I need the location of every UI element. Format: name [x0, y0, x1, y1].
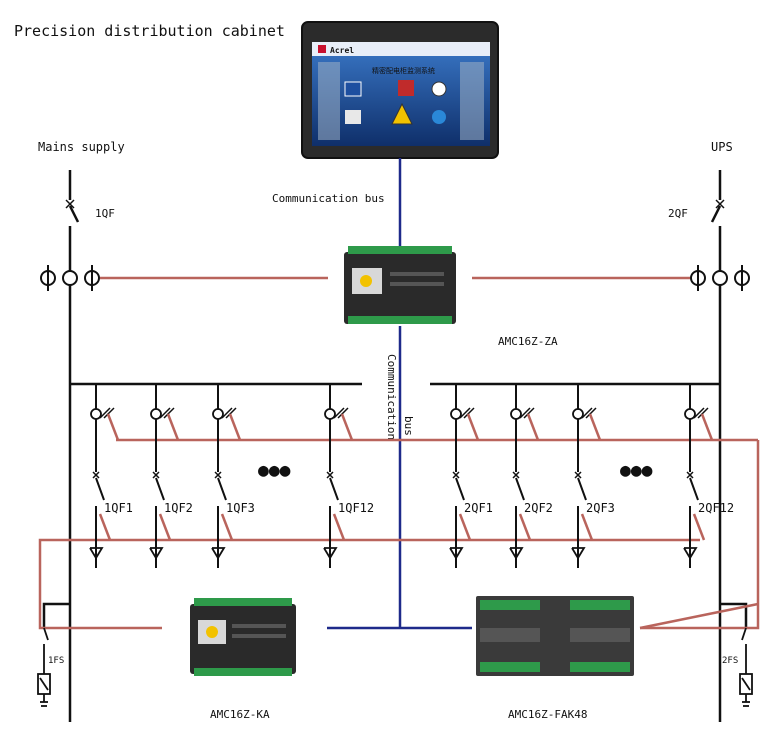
ellipsis-left: ●●● — [258, 460, 291, 481]
fs1-label: 1FS — [48, 656, 64, 666]
screen-header: 精密配电柜监测系统 — [372, 66, 435, 75]
fs2-label: 2FS — [722, 656, 738, 666]
amc16z-fak48-label: AMC16Z-FAK48 — [508, 708, 587, 721]
branch-feeder — [323, 384, 354, 568]
hmi-monitor: Acrel 精密配电柜监测系统 — [301, 21, 499, 159]
incoming-ct-right — [690, 265, 750, 291]
fuse-2fs — [739, 627, 753, 707]
fuse-1fs — [37, 627, 51, 707]
device-amc16z-ka — [190, 598, 296, 676]
qf-x-marks — [65, 199, 725, 209]
breaker-label: 1QF3 — [226, 501, 255, 515]
ups-label: UPS — [711, 140, 733, 154]
branch-feeders: 1QF1 1QF2 1QF3 1QF12 2QF1 2QF2 2QF3 2QF12 — [89, 384, 734, 568]
communication-bus-label-vertical: Communication — [385, 354, 398, 440]
mains-supply-label: Mains supply — [38, 140, 125, 154]
breaker-label: 2QF2 — [524, 501, 553, 515]
amc16z-za-label: AMC16Z-ZA — [498, 335, 558, 348]
communication-bus — [327, 158, 472, 630]
amc16z-ka-label: AMC16Z-KA — [210, 708, 270, 721]
branch-feeder — [683, 384, 714, 568]
screen-brand: Acrel — [330, 46, 354, 55]
communication-bus-label-vertical-2: bus — [402, 416, 415, 436]
device-amc16z-fak48 — [476, 596, 634, 676]
branch-feeder — [571, 384, 602, 568]
branch-feeder — [149, 384, 180, 568]
screen-icons — [318, 62, 484, 140]
branch-feeder — [89, 384, 120, 568]
qf2-label: 2QF — [668, 207, 688, 220]
breaker-label: 1QF12 — [338, 501, 374, 515]
branch-feeder — [211, 384, 242, 568]
breaker-label: 2QF1 — [464, 501, 493, 515]
branch-feeder — [509, 384, 540, 568]
ellipsis-right: ●●● — [620, 460, 653, 481]
breaker-label: 2QF12 — [698, 501, 734, 515]
signal-wiring — [38, 276, 760, 630]
power-wiring — [42, 170, 748, 722]
incoming-ct-left — [40, 265, 100, 291]
breaker-label: 1QF2 — [164, 501, 193, 515]
qf1-label: 1QF — [95, 207, 115, 220]
breaker-label: 1QF1 — [104, 501, 133, 515]
breaker-label: 2QF3 — [586, 501, 615, 515]
branch-feeder — [449, 384, 480, 568]
communication-bus-label-top: Communication bus — [272, 192, 385, 205]
diagram-title: Precision distribution cabinet — [14, 22, 285, 40]
device-amc16z-za — [344, 246, 456, 324]
